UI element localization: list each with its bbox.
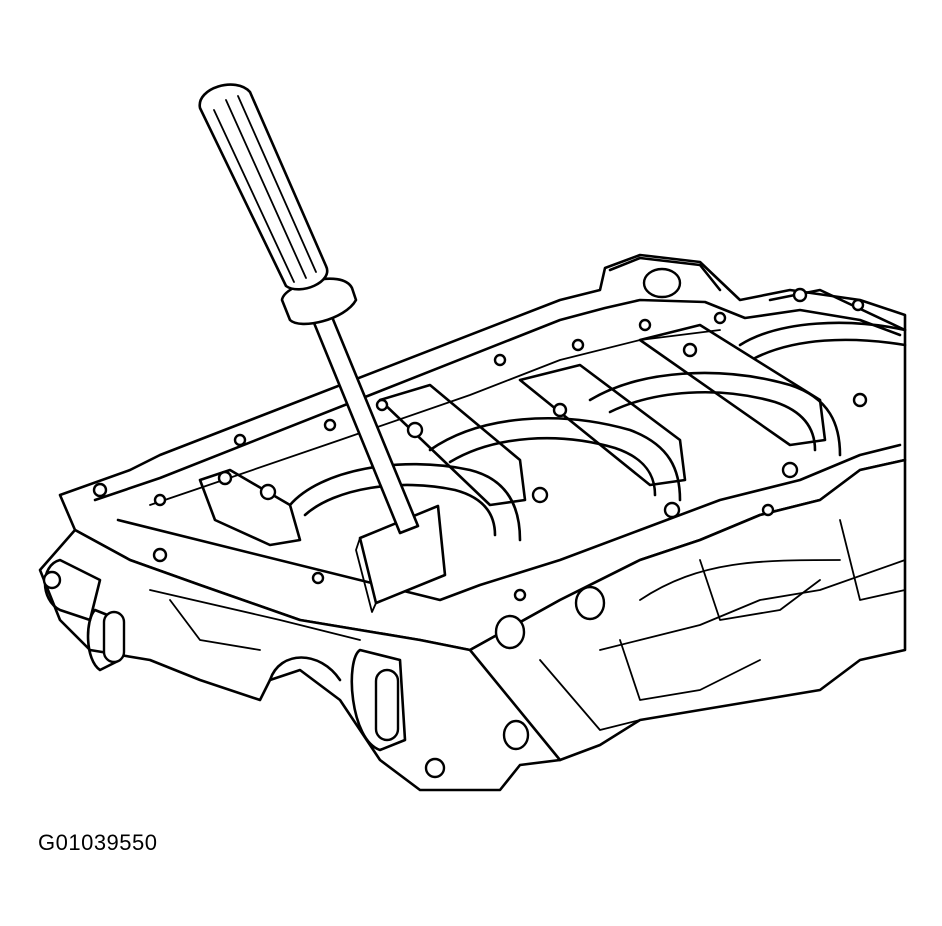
figure-id-label: G01039550 — [38, 830, 158, 855]
screwdriver-icon — [198, 83, 420, 535]
engine-block-icon — [38, 253, 907, 792]
